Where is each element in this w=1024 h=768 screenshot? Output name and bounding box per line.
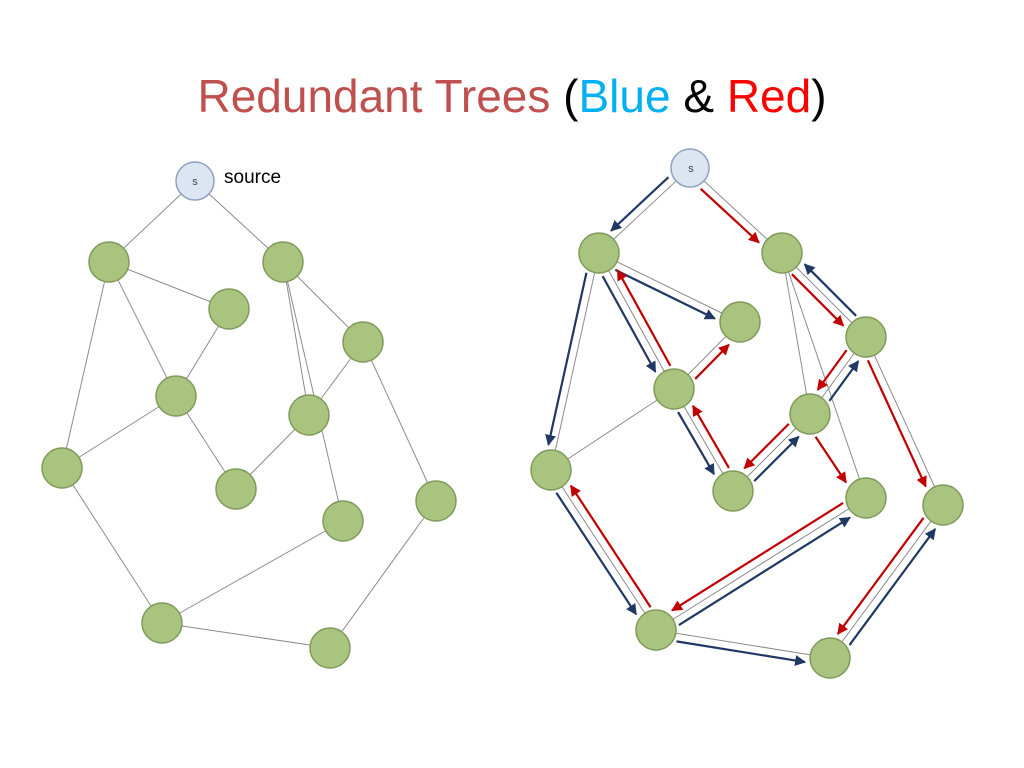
title-open-paren: (	[550, 70, 579, 122]
right-graph: s	[530, 148, 964, 679]
blue-arrow-h-f	[753, 435, 800, 482]
blue-arrow-g-k	[555, 492, 638, 616]
red-arrow-b-d	[791, 273, 845, 327]
right-node-a	[578, 232, 620, 274]
right-source-node	[670, 148, 710, 188]
left-edge-g-k	[61, 467, 163, 624]
right-node-h	[712, 470, 754, 512]
right-edge-i-l	[829, 504, 944, 659]
left-edge-i-l	[329, 500, 437, 649]
right-edge-g-k	[550, 469, 657, 631]
left-node-d	[342, 321, 384, 363]
left-node-f	[288, 394, 330, 436]
left-edge-b-f	[282, 261, 310, 416]
left-node-h	[215, 468, 257, 510]
right-edge-e-g	[550, 388, 675, 471]
red-arrow-d-i	[866, 359, 927, 488]
right-node-c	[719, 301, 761, 343]
right-graph-tree-arrows	[545, 176, 937, 666]
left-node-e	[155, 375, 197, 417]
right-edge-b-j	[781, 252, 867, 499]
right-node-g	[530, 449, 572, 491]
right-node-l	[809, 637, 851, 679]
red-arrow-i-l	[836, 517, 925, 635]
title-main-text: Redundant Trees	[197, 70, 551, 122]
left-edge-a-c	[108, 261, 230, 310]
right-node-f	[789, 393, 831, 435]
title-blue-word: Blue	[578, 70, 671, 122]
right-edge-a-g	[550, 252, 600, 471]
blue-arrow-s-a	[610, 176, 670, 232]
red-arrow-d-f	[816, 349, 848, 391]
red-arrow-f-j	[814, 436, 847, 484]
left-edge-d-i	[362, 341, 437, 502]
blue-arrow-a-e	[601, 275, 657, 373]
left-node-c	[208, 288, 250, 330]
right-edge-s-b	[689, 167, 783, 254]
left-source-node	[175, 161, 215, 201]
right-edge-b-f	[781, 252, 811, 415]
title-ampersand: &	[670, 70, 727, 122]
blue-arrow-e-h	[677, 411, 716, 476]
red-arrow-s-b	[699, 187, 760, 244]
red-arrow-f-h	[743, 423, 790, 470]
blue-arrow-f-d	[828, 360, 860, 402]
blue-arrow-a-c	[614, 268, 716, 320]
red-arrow-e-c	[694, 343, 730, 380]
slide-title: Redundant Trees (Blue & Red)	[0, 66, 1024, 126]
red-arrow-h-e	[691, 404, 730, 469]
title-close-paren: )	[811, 70, 827, 122]
left-node-a	[88, 241, 130, 283]
title-red-word: Red	[726, 70, 812, 122]
left-edge-j-k	[161, 520, 344, 624]
blue-arrow-d-b	[803, 263, 857, 317]
left-edge-k-l	[161, 622, 331, 649]
left-node-g	[41, 447, 83, 489]
right-node-b	[761, 232, 803, 274]
left-edge-a-g	[61, 261, 110, 469]
right-source-symbol: s	[688, 163, 694, 175]
right-edge-a-c	[598, 252, 741, 323]
red-arrow-k-g	[569, 484, 652, 608]
blue-arrow-a-g	[545, 272, 588, 446]
right-edge-d-i	[865, 336, 944, 506]
right-node-i	[922, 484, 964, 526]
left-node-k	[141, 602, 183, 644]
right-node-e	[653, 368, 695, 410]
left-graph-nodes	[41, 161, 457, 669]
blue-arrow-k-l	[676, 640, 807, 666]
left-edge-e-g	[61, 395, 177, 469]
right-graph-nodes	[530, 148, 964, 679]
left-node-i	[415, 480, 457, 522]
left-graph: s source	[41, 161, 457, 669]
left-node-j	[322, 500, 364, 542]
right-node-k	[635, 609, 677, 651]
left-edge-b-j	[282, 261, 344, 522]
left-node-l	[309, 627, 351, 669]
right-node-d	[845, 316, 887, 358]
left-edge-a-e	[108, 261, 177, 397]
left-source-symbol: s	[192, 176, 198, 188]
left-node-b	[262, 241, 304, 283]
source-caption: source	[224, 167, 281, 188]
right-edge-a-e	[598, 252, 675, 390]
right-edge-s-a	[598, 167, 691, 254]
red-arrow-j-k	[671, 502, 844, 612]
right-edge-j-k	[655, 497, 867, 631]
right-node-j	[845, 477, 887, 519]
blue-arrow-l-i	[848, 528, 937, 646]
right-edge-k-l	[655, 629, 831, 659]
red-arrow-e-a	[616, 269, 672, 367]
blue-arrow-k-j	[678, 516, 851, 626]
